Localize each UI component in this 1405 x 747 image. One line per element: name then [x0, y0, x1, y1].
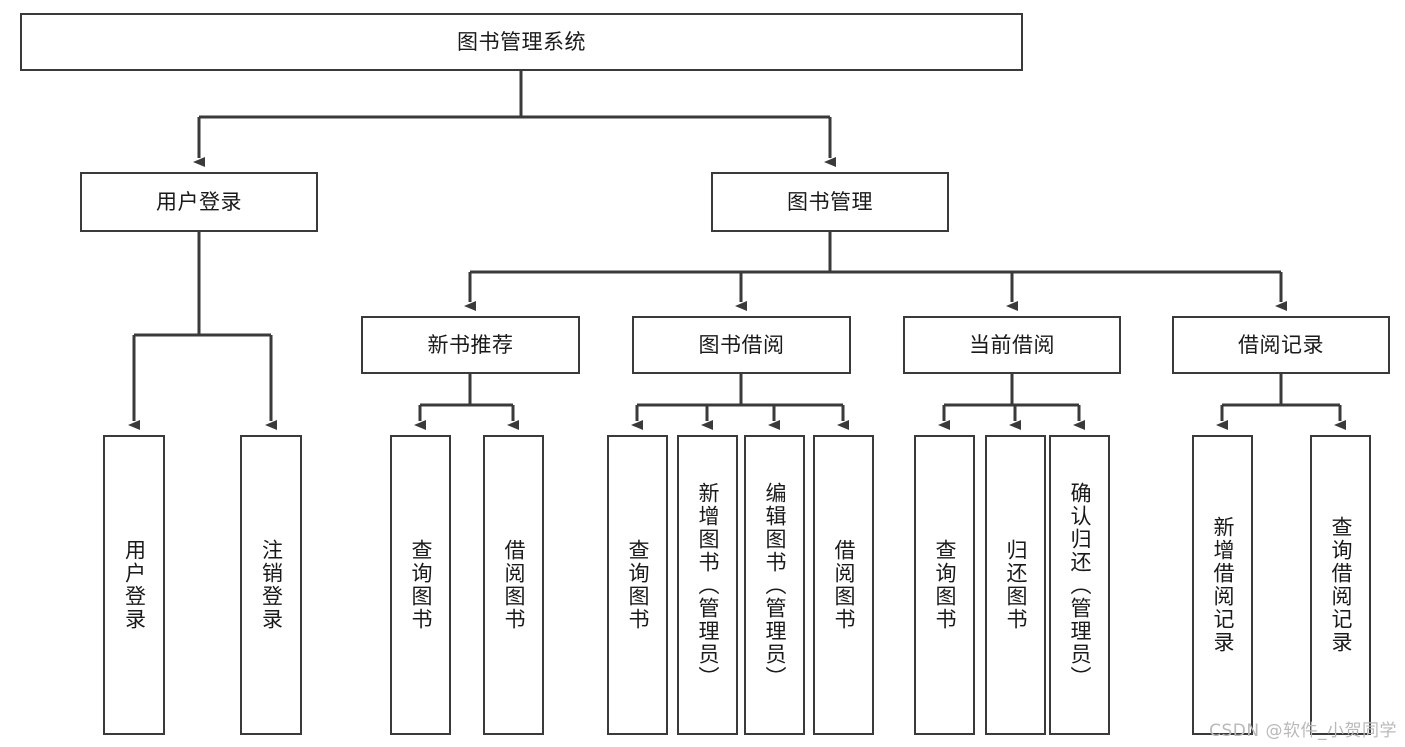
- node-current-borrow[interactable]: 当前借阅: [903, 316, 1121, 374]
- node-borrow-record[interactable]: 借阅记录: [1172, 316, 1390, 374]
- node-leaf-confirm-return[interactable]: 确认归还（管理员）: [1049, 435, 1110, 735]
- node-leaf-logout-label: 注销登录: [259, 539, 284, 631]
- node-leaf-edit-book-label: 编辑图书（管理员）: [763, 481, 787, 689]
- node-leaf-add-borrow-record[interactable]: 新增借阅记录: [1192, 435, 1253, 735]
- node-leaf-logout[interactable]: 注销登录: [240, 435, 302, 735]
- node-book-management[interactable]: 图书管理: [711, 172, 949, 232]
- node-leaf-confirm-return-label: 确认归还（管理员）: [1068, 481, 1092, 689]
- node-leaf-query-book-current[interactable]: 查询图书: [914, 435, 975, 735]
- node-leaf-query-borrow-record[interactable]: 查询借阅记录: [1310, 435, 1371, 735]
- node-leaf-query-book-current-label: 查询图书: [933, 539, 957, 631]
- node-leaf-add-borrow-record-label: 新增借阅记录: [1211, 516, 1235, 654]
- node-user-login[interactable]: 用户登录: [80, 172, 318, 232]
- node-leaf-query-book-borrow-label: 查询图书: [626, 539, 650, 631]
- node-leaf-return-book-label: 归还图书: [1004, 539, 1028, 631]
- node-leaf-query-borrow-record-label: 查询借阅记录: [1329, 516, 1353, 654]
- node-leaf-add-book[interactable]: 新增图书（管理员）: [677, 435, 738, 735]
- node-book-management-label: 图书管理: [787, 189, 873, 214]
- node-book-borrow[interactable]: 图书借阅: [632, 316, 851, 374]
- node-borrow-record-label: 借阅记录: [1238, 332, 1324, 357]
- node-leaf-query-book-borrow[interactable]: 查询图书: [607, 435, 668, 735]
- node-leaf-borrow-book-label: 借阅图书: [832, 539, 856, 631]
- node-leaf-edit-book[interactable]: 编辑图书（管理员）: [744, 435, 805, 735]
- node-leaf-borrow-book[interactable]: 借阅图书: [813, 435, 874, 735]
- node-leaf-borrow-book-new[interactable]: 借阅图书: [483, 435, 544, 735]
- node-leaf-borrow-book-new-label: 借阅图书: [502, 539, 526, 631]
- node-leaf-user-login-label: 用户登录: [122, 539, 147, 631]
- node-current-borrow-label: 当前借阅: [969, 332, 1055, 357]
- node-root[interactable]: 图书管理系统: [20, 13, 1023, 71]
- node-leaf-add-book-label: 新增图书（管理员）: [696, 481, 720, 689]
- node-user-login-label: 用户登录: [156, 189, 242, 214]
- node-book-borrow-label: 图书借阅: [698, 332, 785, 357]
- node-new-book-recommend[interactable]: 新书推荐: [361, 316, 580, 374]
- node-leaf-query-book-new[interactable]: 查询图书: [390, 435, 451, 735]
- node-leaf-user-login[interactable]: 用户登录: [103, 435, 165, 735]
- node-leaf-query-book-new-label: 查询图书: [409, 539, 433, 631]
- node-root-label: 图书管理系统: [457, 29, 586, 54]
- node-new-book-recommend-label: 新书推荐: [427, 332, 514, 357]
- node-leaf-return-book[interactable]: 归还图书: [985, 435, 1046, 735]
- watermark: CSDN @软件_小贺同学: [1209, 721, 1397, 741]
